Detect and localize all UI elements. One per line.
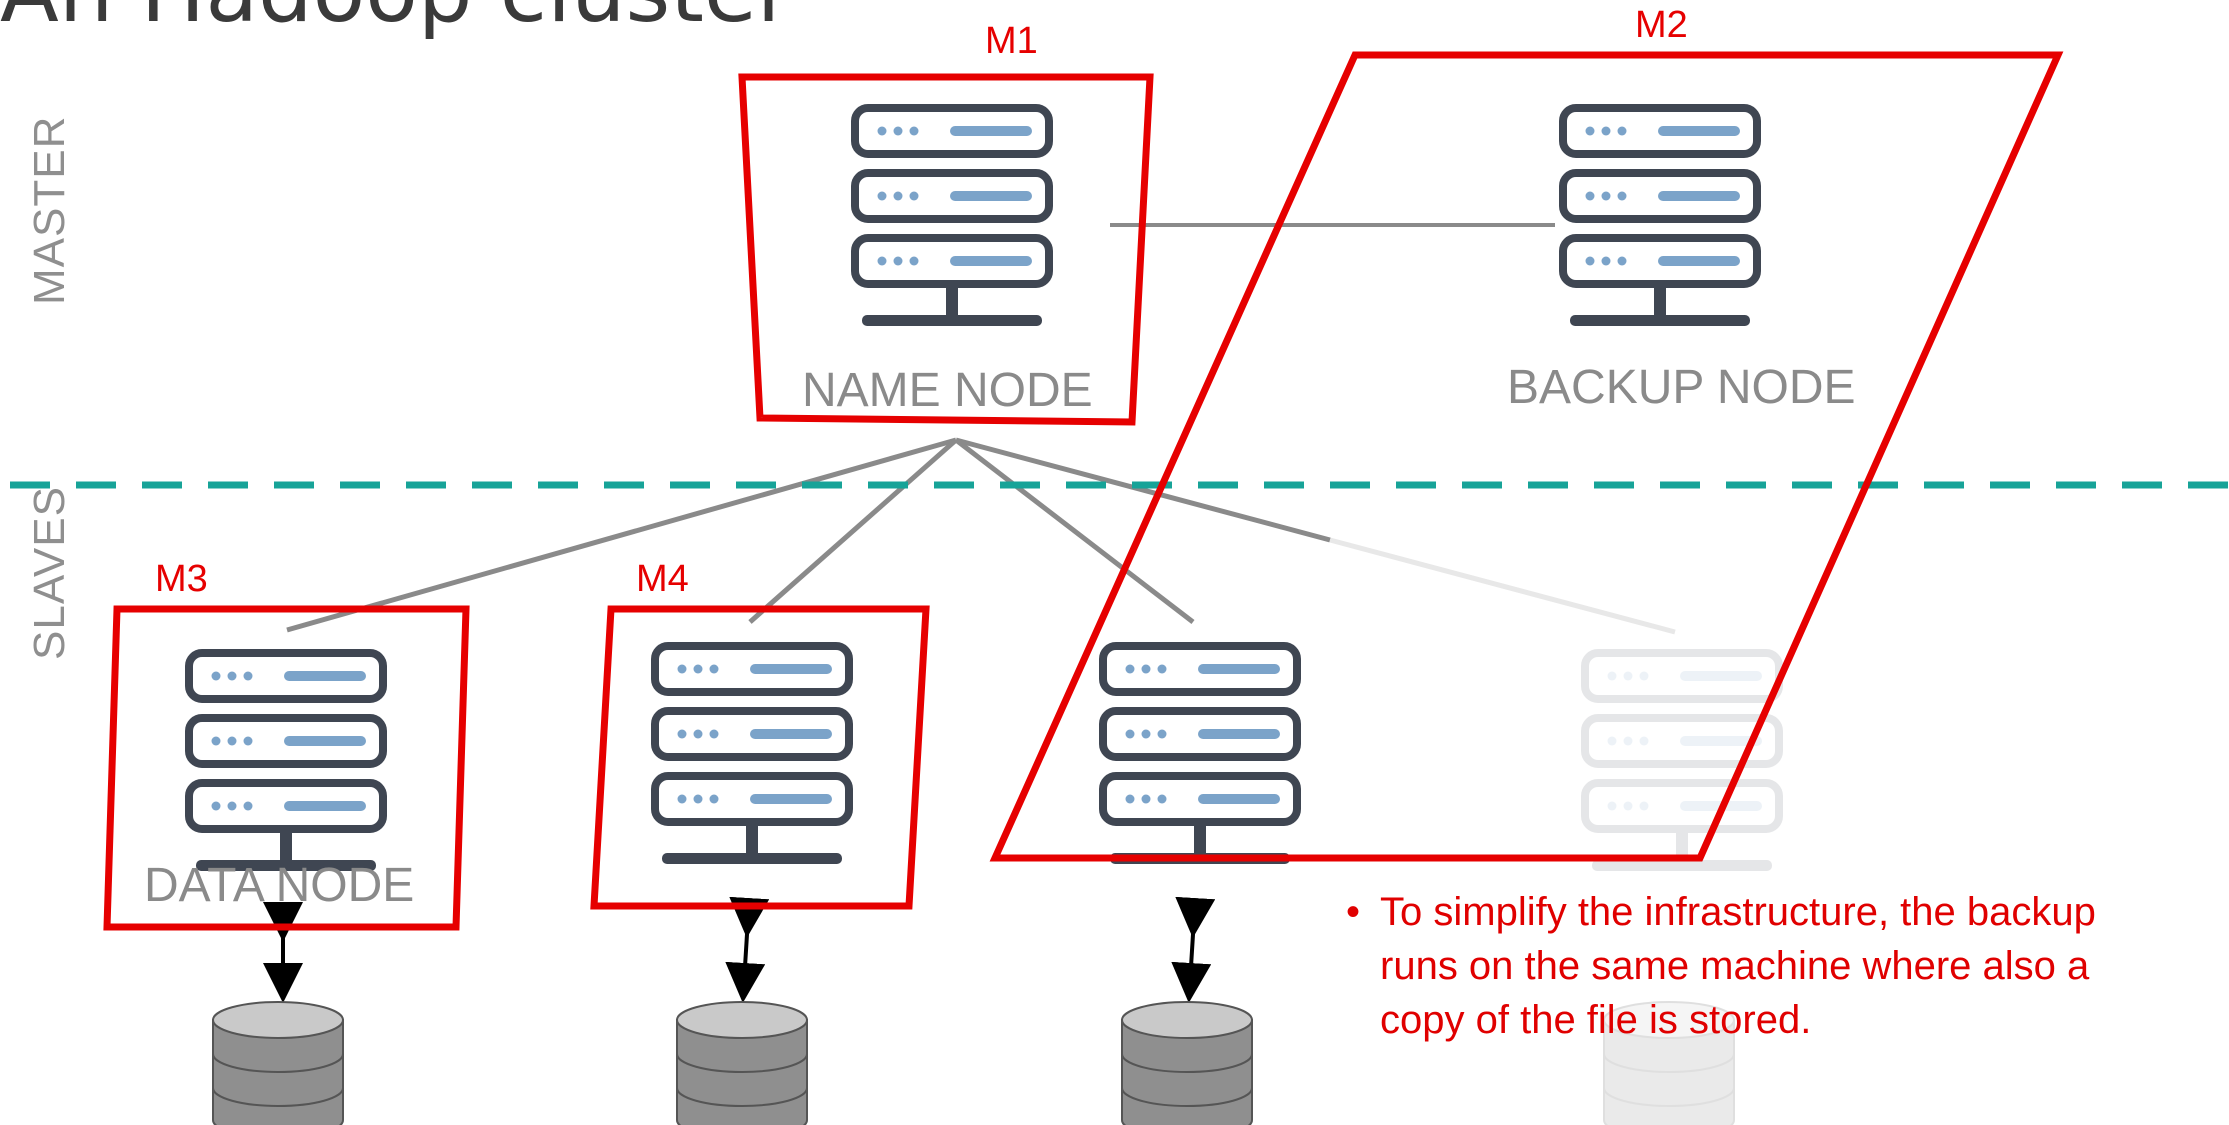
name-node-server-icon	[855, 108, 1049, 326]
disk-3-icon	[1121, 1001, 1253, 1125]
backup-node-server-icon	[1563, 108, 1757, 326]
m4-highlight-frame	[590, 605, 930, 910]
storage-arrow-3	[1171, 896, 1216, 1003]
note-line-3: copy of the file is stored.	[1380, 998, 1812, 1042]
slide-title: An Hadoop cluster	[0, 0, 792, 42]
note-line-2: runs on the same machine where also a	[1380, 944, 2090, 988]
m1-highlight-frame	[738, 73, 1154, 426]
backup-node-label: BACKUP NODE	[1507, 361, 1856, 414]
cluster-links	[286, 437, 1676, 635]
storage-arrow-2	[725, 896, 770, 1003]
data-node-3-server-icon	[1103, 646, 1297, 864]
m4-tag: M4	[636, 558, 689, 600]
disk-1-icon	[212, 1001, 344, 1125]
name-node-label: NAME NODE	[802, 364, 1093, 417]
note-bullet: •	[1346, 890, 1361, 934]
disk-2-icon	[676, 1001, 808, 1125]
note-line-1: To simplify the infrastructure, the back…	[1380, 890, 2096, 934]
m2-tag: M2	[1635, 4, 1688, 46]
data-node-1-server-icon	[189, 653, 383, 871]
m3-tag: M3	[155, 558, 208, 600]
m2-highlight-frame	[989, 51, 2064, 862]
data-node-4-server-icon	[1585, 653, 1779, 871]
data-node-2-server-icon	[655, 646, 849, 864]
data-node-label: DATA NODE	[144, 859, 415, 912]
m3-highlight-frame	[103, 605, 470, 931]
m1-tag: M1	[985, 20, 1038, 62]
note-text: • To simplify the infrastructure, the ba…	[1346, 885, 2200, 1047]
